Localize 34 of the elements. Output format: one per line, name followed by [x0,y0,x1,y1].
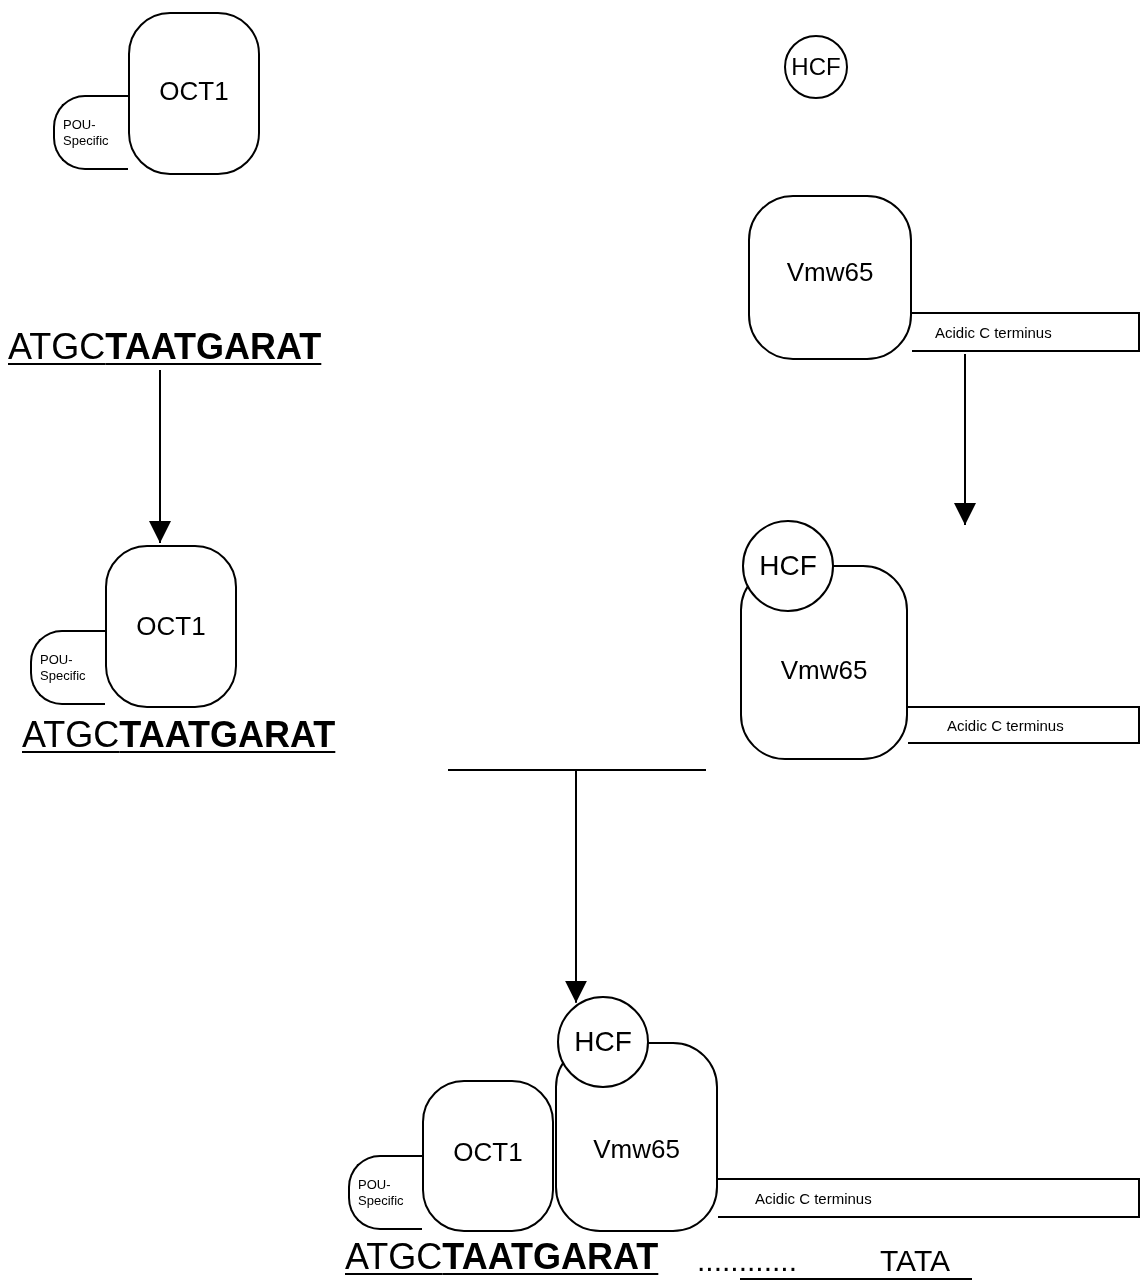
dna-sequence: ATGCTAATGARAT [345,1236,659,1278]
hcf-protein-circle [784,35,848,99]
acidic-terminus-bar [718,1178,1140,1218]
vmw65-protein [748,195,912,360]
dna-sequence: ATGCTAATGARAT [8,326,322,368]
protein-label: Acidic C terminus [935,323,1052,341]
dna-sequence: ATGCTAATGARAT [22,714,336,756]
arrow [954,353,976,526]
protein-label: POU- Specific [40,651,87,684]
protein-label: Vmw65 [786,257,874,288]
acidic-terminus-bar [912,312,1140,352]
protein-label: Acidic C terminus [947,716,1064,734]
dotted-spacer-text: ............ [697,1244,798,1278]
pou-specific-domain [348,1155,422,1230]
protein-label: HCF [759,550,817,582]
protein-label: Vmw65 [780,655,868,686]
protein-label: HCF [574,1026,632,1058]
arrow [149,369,171,544]
oct1-protein [105,545,237,708]
tata-box-label: TATA [880,1244,950,1278]
protein-label: OCT1 [453,1137,523,1168]
protein-label: OCT1 [136,611,206,642]
pou-specific-domain [30,630,105,705]
arrow [447,769,707,1004]
oct1-protein [422,1080,554,1232]
protein-label: OCT1 [159,76,229,107]
protein-label: Vmw65 [593,1134,680,1165]
protein-label: POU- Specific [358,1176,405,1209]
protein-label: Acidic C terminus [755,1189,872,1207]
pou-specific-domain [53,95,128,170]
protein-label: POU- Specific [63,116,110,149]
oct1-protein [128,12,260,175]
acidic-terminus-bar [908,706,1140,744]
protein-label: HCF [791,53,841,81]
